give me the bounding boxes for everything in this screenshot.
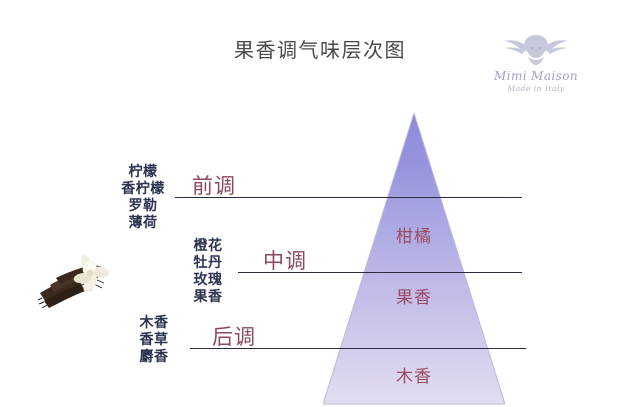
pyramid-tier-label-citrus: 柑橘 — [396, 227, 432, 247]
divider-base-note — [190, 348, 526, 349]
note-item: 香草 — [139, 332, 169, 348]
stage-label-middle: 中调 — [263, 249, 307, 273]
note-list-top: 柠檬 香柠檬 罗勒 薄荷 — [106, 164, 180, 232]
note-list-base: 木香 香草 麝香 — [124, 315, 184, 366]
fragrance-pyramid — [323, 113, 505, 405]
note-list-middle: 橙花 牡丹 玫瑰 果香 — [178, 238, 238, 306]
note-item: 玫瑰 — [193, 272, 223, 288]
note-item: 麝香 — [139, 349, 169, 365]
note-item: 香柠檬 — [121, 181, 165, 197]
pyramid-tier-label-fruity: 果香 — [396, 288, 432, 308]
divider-middle-note — [238, 272, 522, 273]
note-item: 橙花 — [193, 238, 223, 254]
cherub-angel-icon — [484, 32, 588, 71]
note-item: 柠檬 — [128, 164, 158, 180]
divider-top-note — [175, 197, 522, 198]
note-item: 果香 — [193, 289, 223, 305]
note-item: 木香 — [139, 315, 169, 331]
vanilla-beans-and-flower-photo — [36, 243, 128, 317]
stage-label-base: 后调 — [212, 325, 256, 349]
pyramid-tier-label-woody: 木香 — [396, 367, 432, 387]
stage-label-top: 前调 — [192, 174, 236, 198]
brand-name: Mimi Maison — [494, 69, 578, 83]
page-title: 果香调气味层次图 — [234, 38, 406, 62]
brand-watermark: Mimi Maison Made in Italy — [484, 32, 588, 94]
brand-tagline: Made in Italy — [507, 84, 565, 93]
note-item: 牡丹 — [193, 255, 223, 271]
note-item: 罗勒 — [128, 198, 158, 214]
note-item: 薄荷 — [128, 215, 158, 231]
